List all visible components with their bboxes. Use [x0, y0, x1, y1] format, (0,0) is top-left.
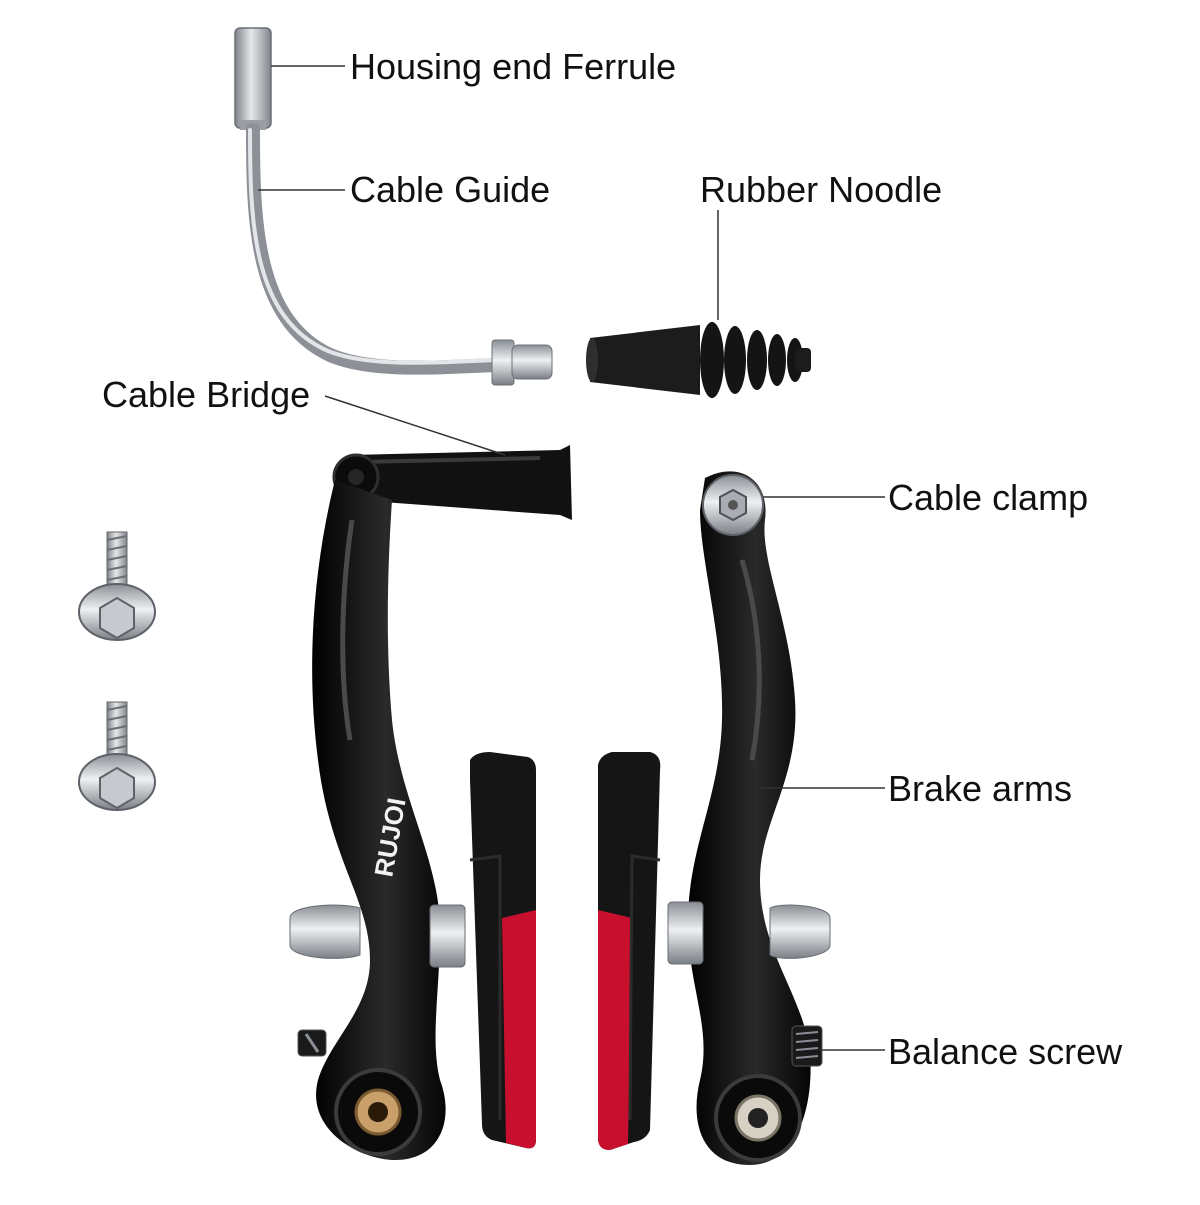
- label-cable-guide: Cable Guide: [350, 169, 551, 210]
- rubber-noodle: [586, 322, 811, 398]
- label-cable-bridge: Cable Bridge: [102, 374, 311, 415]
- left-pad-post: [289, 904, 466, 968]
- mounting-bolt-2: [78, 701, 156, 811]
- cable-guide: [246, 123, 553, 386]
- mounting-bolt-1: [78, 531, 156, 641]
- cable-clamp: [702, 474, 764, 536]
- housing-end-ferrule: [234, 27, 272, 130]
- label-rubber-noodle: Rubber Noodle: [700, 169, 943, 210]
- label-cable-clamp: Cable clamp: [888, 477, 1089, 518]
- right-pad-post: [667, 901, 831, 965]
- left-brake-arm: RUJOI: [312, 480, 446, 1160]
- right-balance-screw: [791, 1025, 823, 1067]
- left-brake-pad: [469, 752, 536, 1149]
- right-brake-arm: [687, 471, 811, 1166]
- right-brake-pad: [598, 752, 661, 1150]
- leader-lines: [258, 65, 885, 1051]
- label-balance-screw: Balance screw: [888, 1031, 1123, 1072]
- label-housing-end-ferrule: Housing end Ferrule: [350, 46, 677, 87]
- left-balance-screw: [297, 1029, 327, 1057]
- leader-cable-bridge: [324, 395, 506, 456]
- label-brake-arms: Brake arms: [888, 768, 1073, 809]
